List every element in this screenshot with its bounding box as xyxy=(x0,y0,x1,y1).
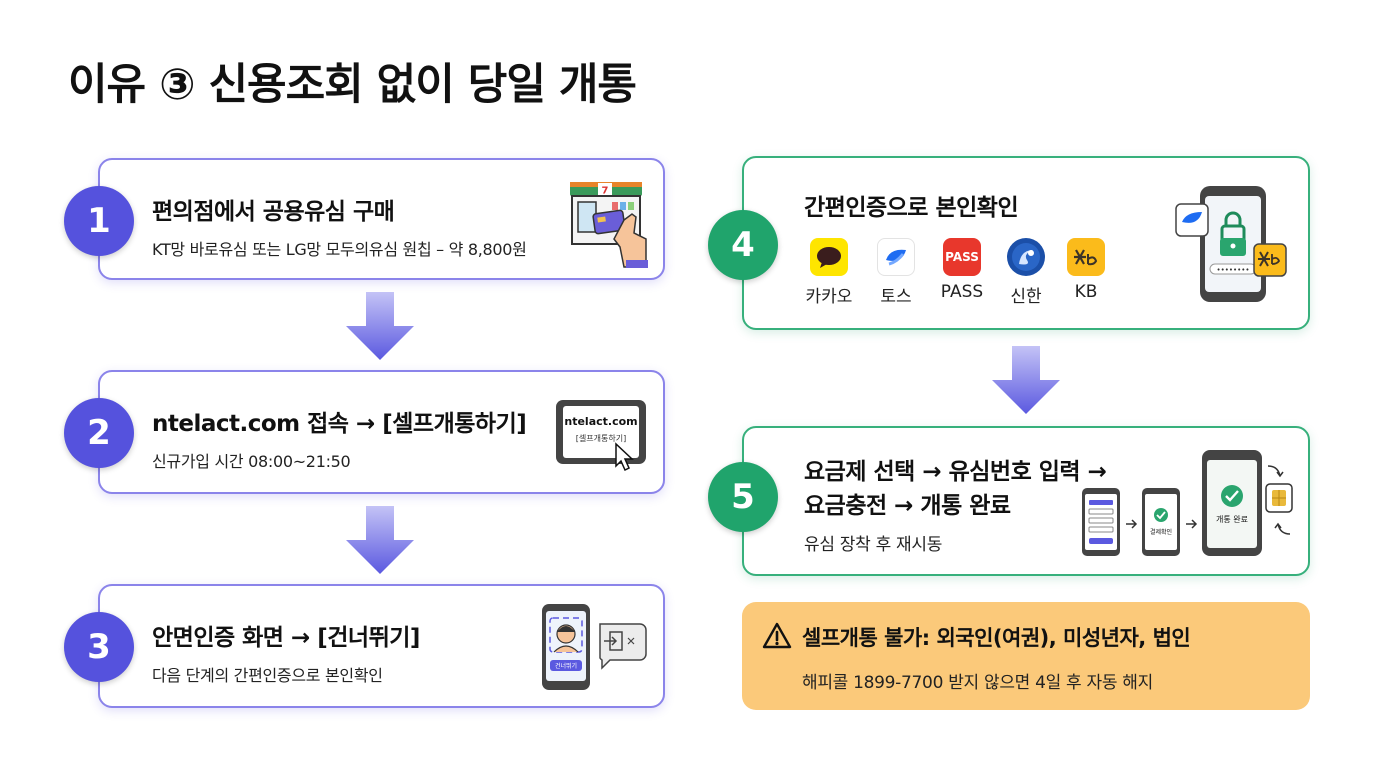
step-5-title-line2: 요금충전 → 개통 완료 xyxy=(804,493,1011,519)
step-5-number-badge: 5 xyxy=(708,462,778,532)
step-4-title: 간편인증으로 본인확인 xyxy=(804,195,1019,221)
tablet-url-text: ntelact.com xyxy=(564,415,637,428)
step-2-card: ntelact.com 접속 → [셀프개통하기] 신규가입 시간 08:00~… xyxy=(98,370,665,494)
step-1-title: 편의점에서 공용유심 구매 xyxy=(152,199,395,225)
auth-label-toss: 토스 xyxy=(880,287,912,307)
tablet-screen-icon: ntelact.com [셀프개통하기] xyxy=(556,400,646,472)
step-1-subtitle: KT망 바로유심 또는 LG망 모두의유심 원칩 – 약 8,800원 xyxy=(152,240,527,259)
tablet-button-text: [셀프개통하기] xyxy=(576,433,626,443)
phone-lock-icon: •••••••• xyxy=(1175,186,1287,302)
pass-icon-text: PASS xyxy=(945,250,979,264)
auth-option-shinhan[interactable]: 신한 xyxy=(996,238,1056,307)
toss-icon xyxy=(877,238,915,276)
step-1-number-badge: 1 xyxy=(64,186,134,256)
auth-label-kakao: 카카오 xyxy=(805,287,853,307)
store-sign-text: 7 xyxy=(602,186,609,197)
auth-option-toss[interactable]: 토스 xyxy=(866,238,926,307)
step-3-number-badge: 3 xyxy=(64,612,134,682)
auth-label-pass: PASS xyxy=(940,282,984,302)
svg-text:••••••••: •••••••• xyxy=(1216,266,1249,274)
warning-title: 셀프개통 불가: 외국인(여권), 미성년자, 법인 xyxy=(802,626,1191,650)
auth-option-kb[interactable]: KB xyxy=(1056,238,1116,302)
warning-subtitle: 해피콜 1899-7700 받지 않으면 4일 후 자동 해지 xyxy=(802,673,1153,693)
page-title: 이유 ③ 신용조회 없이 당일 개통 xyxy=(68,60,637,110)
convenience-store-icon: 7 xyxy=(570,182,648,268)
auth-option-pass[interactable]: PASS PASS xyxy=(932,238,992,302)
auth-label-kb: KB xyxy=(1074,282,1098,302)
step-5-subtitle: 유심 장착 후 재시동 xyxy=(804,535,943,555)
step-2-subtitle: 신규가입 시간 08:00~21:50 xyxy=(152,452,351,471)
step-2-number-badge: 2 xyxy=(64,398,134,468)
step-5-title-line1: 요금제 선택 → 유심번호 입력 → xyxy=(804,459,1107,485)
step-5-card: 요금제 선택 → 유심번호 입력 → 요금충전 → 개통 완료 유심 장착 후 … xyxy=(742,426,1310,576)
auth-label-shinhan: 신한 xyxy=(1010,287,1042,307)
step-3-title: 안면인증 화면 → [건너뛰기] xyxy=(152,625,420,651)
down-arrow-icon xyxy=(346,506,414,574)
shinhan-icon xyxy=(1007,238,1045,276)
down-arrow-icon xyxy=(992,346,1060,414)
payment-confirm-text: 결제확인 xyxy=(1150,528,1172,536)
step-3-subtitle: 다음 단계의 간편인증으로 본인확인 xyxy=(152,666,383,685)
skip-button-text: 건너뛰기 xyxy=(555,662,577,670)
step-3-card: 안면인증 화면 → [건너뛰기] 다음 단계의 간편인증으로 본인확인 건너뛰기 xyxy=(98,584,665,708)
down-arrow-icon xyxy=(346,292,414,360)
step-4-card: 간편인증으로 본인확인 카카오 토스 PASS PASS 신한 KB xyxy=(742,156,1310,330)
kb-icon xyxy=(1067,238,1105,276)
activation-done-text: 개통 완료 xyxy=(1216,514,1248,524)
step-2-title: ntelact.com 접속 → [셀프개통하기] xyxy=(152,411,527,437)
warning-box: 셀프개통 불가: 외국인(여권), 미성년자, 법인 해피콜 1899-7700… xyxy=(742,602,1310,710)
warning-icon xyxy=(762,622,792,649)
pass-icon: PASS xyxy=(943,238,981,276)
activation-flow-phones-icon: 결제확인 개통 완료 xyxy=(1082,450,1293,556)
kakao-icon xyxy=(810,238,848,276)
auth-option-kakao[interactable]: 카카오 xyxy=(799,238,859,307)
step-4-number-badge: 4 xyxy=(708,210,778,280)
step-1-card: 편의점에서 공용유심 구매 KT망 바로유심 또는 LG망 모두의유심 원칩 –… xyxy=(98,158,665,280)
face-auth-phone-icon: 건너뛰기 xyxy=(542,604,647,690)
